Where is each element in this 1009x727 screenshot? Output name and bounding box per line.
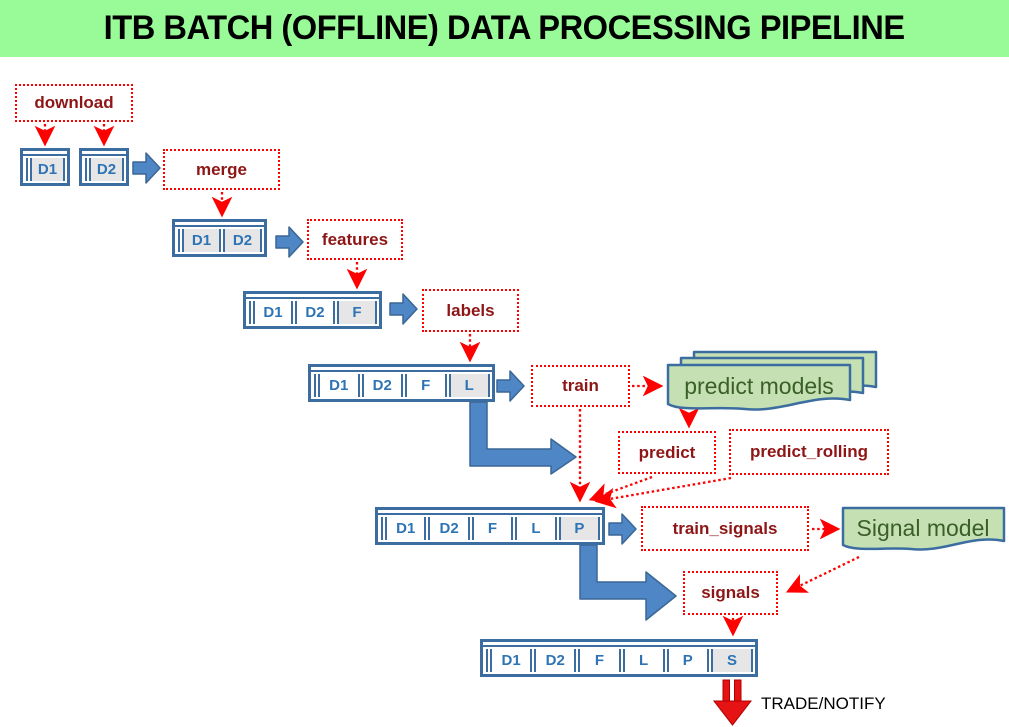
data-table-labels: D1 D2 F L [308, 364, 495, 402]
predict-models-shape: predict models [666, 350, 878, 411]
table-index-column [378, 517, 383, 540]
table-cell: D1 [253, 301, 293, 324]
table-index-column [483, 649, 488, 672]
step-predict-rolling-label: predict_rolling [749, 442, 869, 461]
table-header-strip [175, 222, 264, 227]
table-cell: F [578, 649, 621, 672]
title-banner: ITB BATCH (OFFLINE) DATA PROCESSING PIPE… [0, 0, 1009, 57]
table-header-strip [23, 151, 67, 156]
table-cell: F [337, 301, 377, 324]
step-predict-rolling: predict_rolling [729, 429, 889, 475]
elbow-arrow-row4-to-row5 [469, 401, 577, 475]
table-cell: P [558, 517, 601, 540]
connector-signal-model-to-signals [785, 555, 860, 593]
block-arrow-row4-to-train [496, 370, 525, 402]
table-cell: L [448, 374, 490, 397]
table-header-strip [82, 151, 126, 156]
table-index-column [82, 158, 87, 181]
step-merge-label: merge [195, 159, 248, 179]
table-index-column [23, 158, 28, 181]
step-signals: signals [683, 571, 778, 615]
step-labels: labels [422, 289, 519, 332]
table-cell: D2 [223, 229, 262, 252]
table-cell: S [710, 649, 754, 672]
table-cell: D2 [534, 649, 577, 672]
signal-model-shape: Signal model [841, 506, 1006, 551]
step-labels-label: labels [446, 300, 495, 320]
trade-arrow [712, 679, 753, 726]
block-arrow-row2-to-features [275, 226, 304, 258]
table-cell: D1 [385, 517, 427, 540]
table-cell: D2 [428, 517, 470, 540]
table-header-strip [483, 642, 755, 647]
table-header-strip [378, 510, 602, 515]
step-merge: merge [163, 149, 280, 190]
step-download-label: download [34, 93, 114, 112]
step-train-signals: train_signals [641, 506, 809, 551]
table-cell: F [471, 517, 514, 540]
predict-models-label: predict models [684, 373, 834, 399]
table-cell: D2 [89, 158, 124, 181]
block-arrow-row5-to-train-signals [608, 513, 637, 545]
connector-predict-rolling-to-row5 [594, 476, 732, 509]
table-cell: L [515, 517, 557, 540]
step-train: train [531, 365, 630, 407]
table-cell: L [622, 649, 665, 672]
step-predict: predict [618, 431, 716, 474]
data-table-features: D1 D2 F [243, 291, 382, 329]
data-table-d1: D1 [20, 148, 70, 186]
table-cell: D1 [490, 649, 533, 672]
table-index-column [311, 374, 316, 397]
table-cell: D1 [318, 374, 360, 397]
connector-predict-to-row5 [588, 475, 653, 503]
step-download: download [15, 84, 133, 122]
data-table-d2: D2 [79, 148, 129, 186]
table-header-strip [311, 367, 492, 372]
signal-model-label: Signal model [857, 515, 990, 541]
table-cell: D1 [30, 158, 65, 181]
elbow-arrow-row5-to-signals [579, 544, 677, 621]
table-header-strip [246, 294, 379, 299]
step-features: features [307, 219, 403, 260]
page-title: ITB BATCH (OFFLINE) DATA PROCESSING PIPE… [104, 9, 905, 47]
table-index-column [175, 229, 180, 252]
table-cell: D2 [295, 301, 335, 324]
table-cell: F [405, 374, 447, 397]
trade-notify-label: TRADE/NOTIFY [761, 694, 886, 713]
step-predict-label: predict [638, 442, 696, 462]
table-cell: D2 [361, 374, 403, 397]
block-arrow-d2-to-merge [132, 152, 161, 184]
data-table-signals: D1 D2 F L P S [480, 639, 758, 677]
table-cell: D1 [182, 229, 221, 252]
step-train-label: train [562, 376, 599, 395]
step-train-signals-label: train_signals [672, 518, 778, 538]
step-signals-label: signals [701, 583, 760, 602]
data-table-predictions: D1 D2 F L P [375, 507, 605, 545]
step-features-label: features [321, 229, 389, 249]
data-table-merged: D1 D2 [172, 219, 267, 257]
table-cell: P [666, 649, 709, 672]
block-arrow-row3-to-labels [389, 293, 418, 325]
table-index-column [246, 301, 251, 324]
